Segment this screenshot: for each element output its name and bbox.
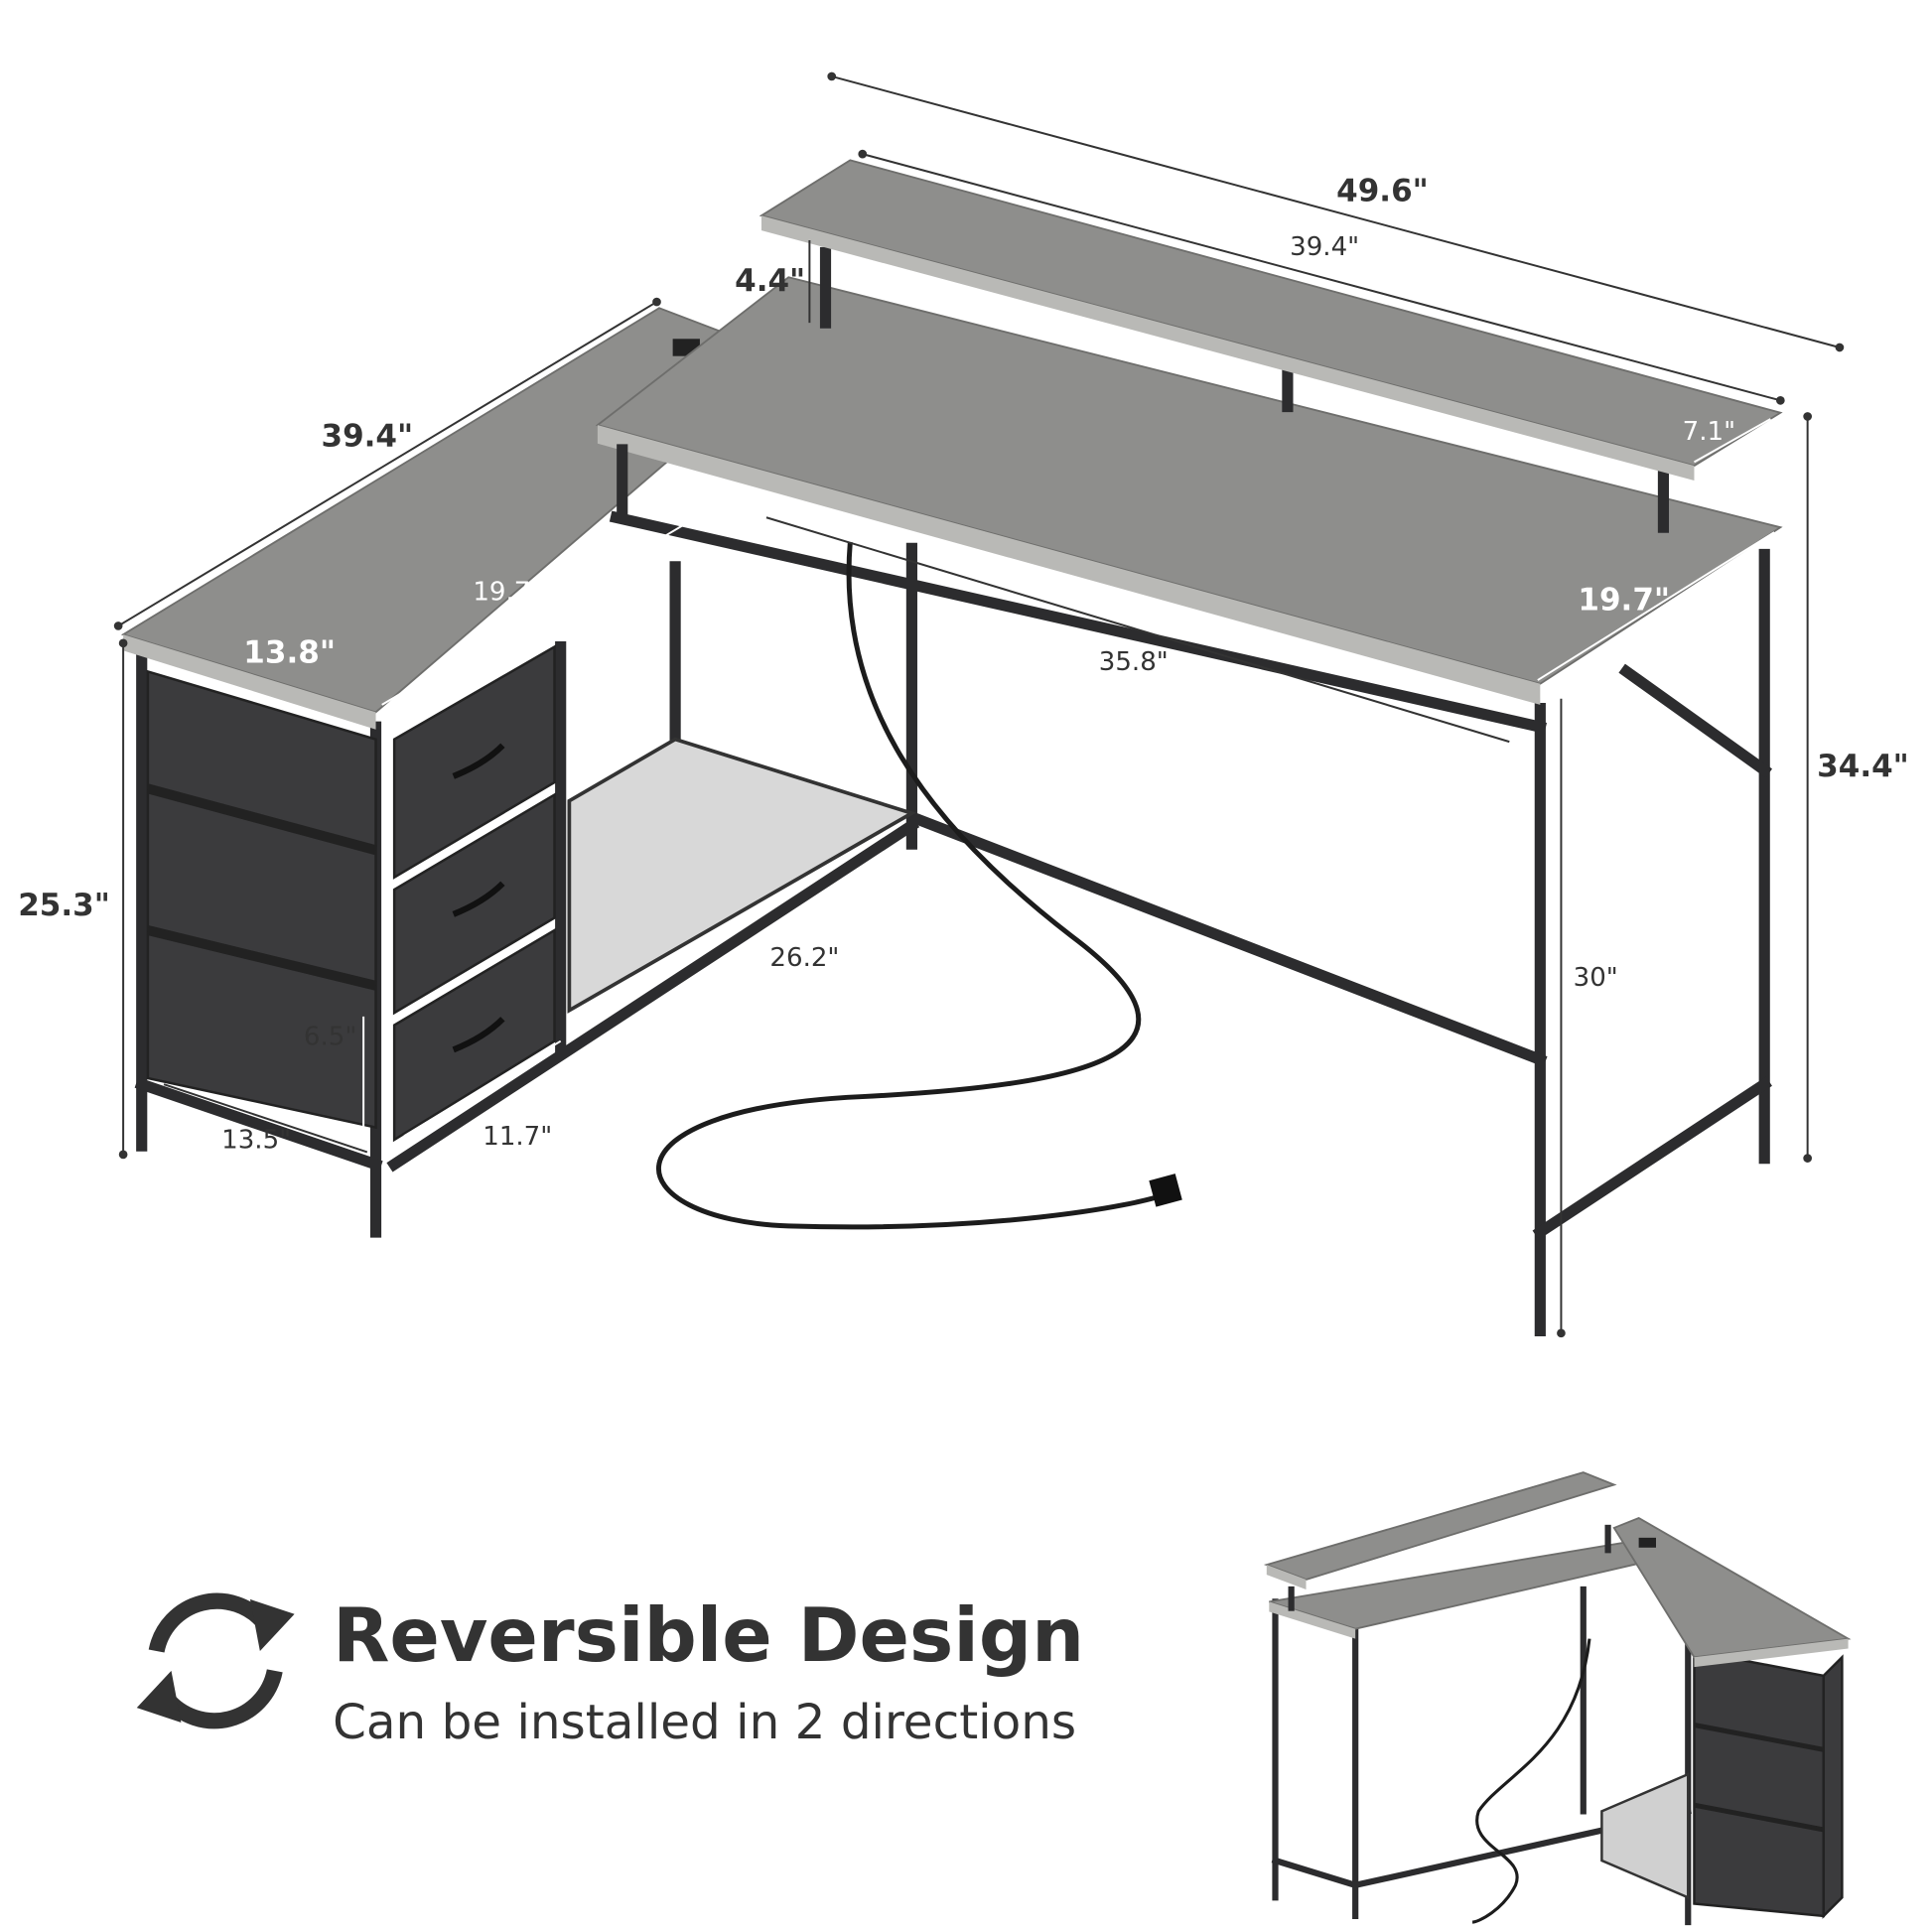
dim-desk-height: 30" xyxy=(1574,963,1618,993)
dim-return-inner-depth: 19.7" xyxy=(473,577,542,607)
dimension-annotations: 49.6" 39.4" 4.4" 39.4" 7.1" 19.7" 13.8" … xyxy=(18,71,1909,1338)
dim-desk-depth: 19.7" xyxy=(1578,582,1670,618)
drawers xyxy=(392,644,556,1143)
drawer-bottom[interactable] xyxy=(392,927,556,1143)
dim-shelf-height: 4.4" xyxy=(735,263,805,299)
feature-subtitle: Can be installed in 2 directions xyxy=(333,1695,1076,1750)
reversible-design-feature: Reversible Design Can be installed in 2 … xyxy=(136,1592,1084,1750)
mesh-shelf xyxy=(567,737,917,1014)
dim-drawer-height: 6.5" xyxy=(304,1022,356,1051)
dim-cabinet-height: 25.3" xyxy=(18,888,110,923)
dim-overall-width: 49.6" xyxy=(1336,173,1429,208)
dim-shelf-depth: 7.1" xyxy=(1683,417,1735,447)
dim-overall-height: 34.4" xyxy=(1817,749,1909,784)
dim-return-top-depth: 13.8" xyxy=(243,635,336,671)
dim-mesh-shelf-length: 26.2" xyxy=(769,943,839,973)
power-plug xyxy=(1149,1173,1182,1207)
reversed-desk-thumbnail xyxy=(1263,1471,1852,1926)
dim-shelf-width: 39.4" xyxy=(1290,232,1359,262)
cabinet-side xyxy=(146,669,377,1130)
dim-drawer-depth: 13.5" xyxy=(221,1126,291,1156)
power-cord xyxy=(656,541,1172,1230)
monitor-shelf xyxy=(759,159,1783,468)
drawer-top[interactable] xyxy=(392,644,556,880)
desk-illustration xyxy=(120,159,1783,1336)
feature-title: Reversible Design xyxy=(333,1592,1084,1679)
main-desktop xyxy=(595,276,1783,685)
dim-drawer-width: 11.7" xyxy=(483,1122,552,1152)
dim-desk-inner-width: 35.8" xyxy=(1099,647,1169,677)
reverse-arrows-icon xyxy=(136,1592,295,1729)
dim-return-length: 39.4" xyxy=(321,418,413,454)
